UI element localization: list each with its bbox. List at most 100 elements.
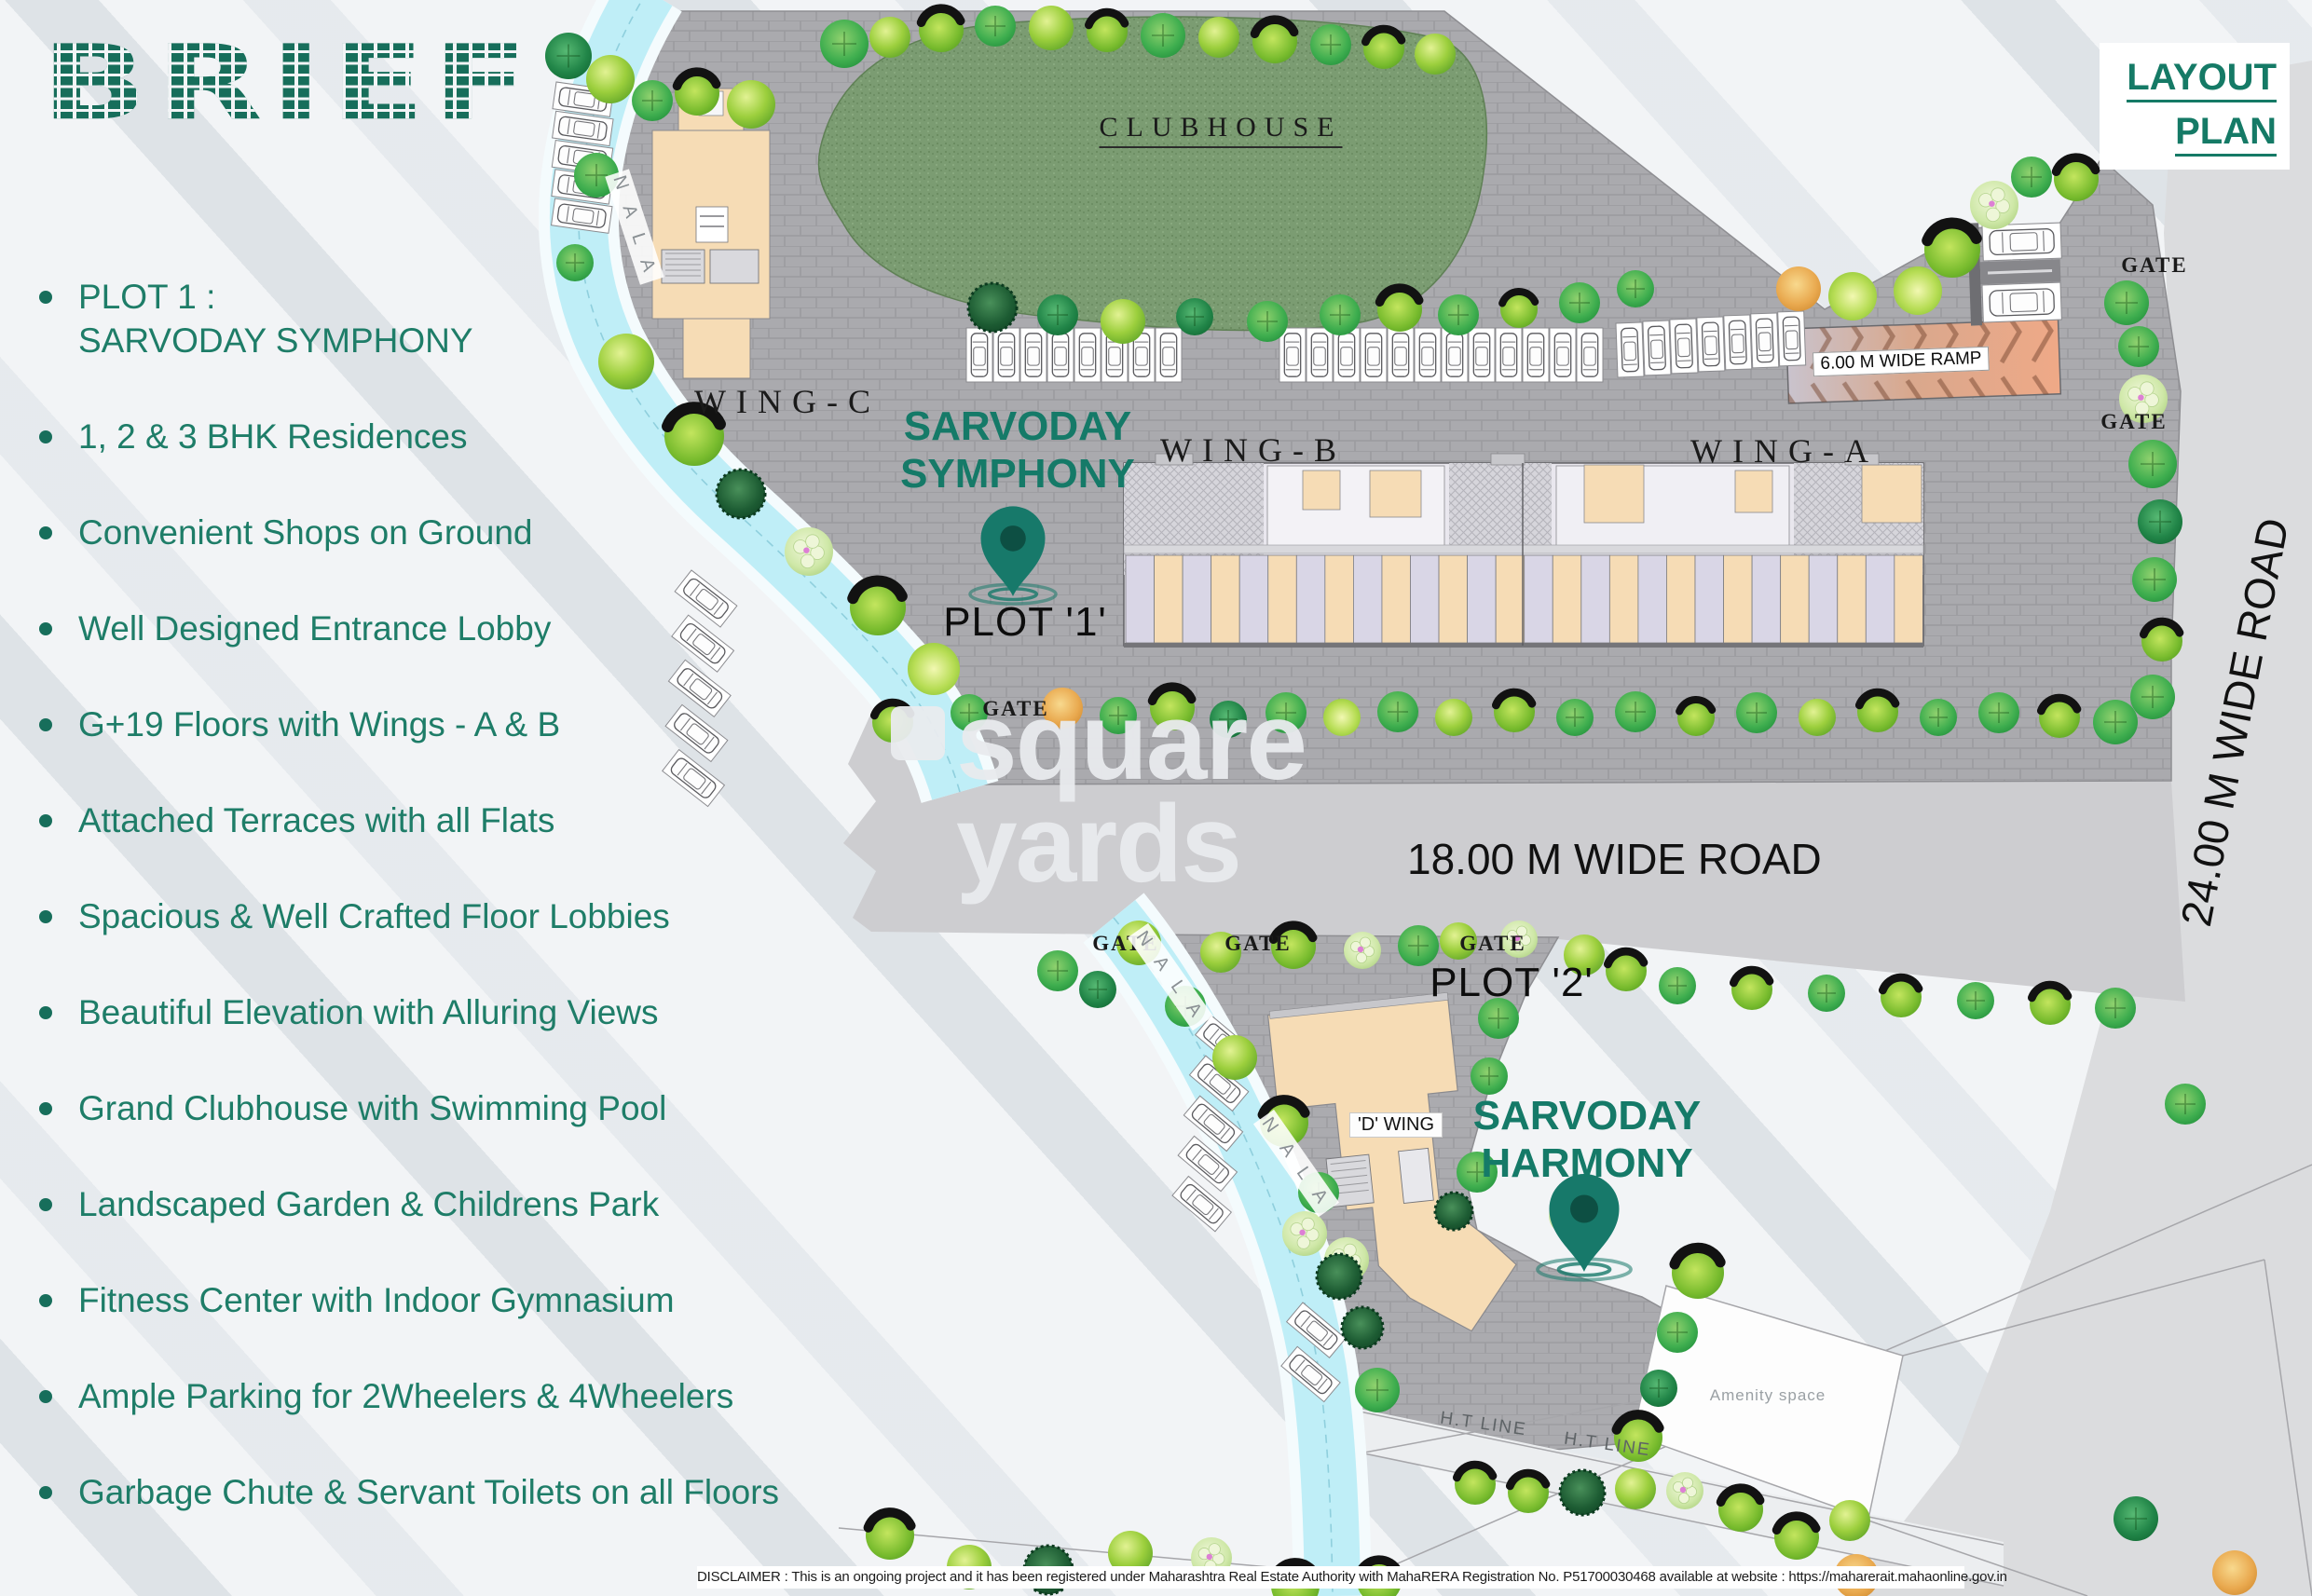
tree-icon: [2165, 1084, 2206, 1125]
car-icon: [1283, 333, 1302, 377]
tree-icon: [1320, 294, 1361, 335]
tree-icon: [1666, 1472, 1703, 1509]
car-icon: [1159, 333, 1178, 377]
brief-item: G+19 Floors with Wings - A & B: [39, 703, 880, 746]
tree-icon: [1029, 6, 1074, 50]
tree-icon: [1615, 691, 1656, 732]
layout-plan-line2: PLAN: [2175, 111, 2277, 157]
car-icon: [1132, 333, 1151, 377]
tree-icon: [1799, 699, 1836, 736]
shop-unit: [1637, 554, 1667, 644]
tree-icon: [2132, 557, 2177, 602]
trees: [545, 4, 2257, 1596]
car-icon: [1782, 316, 1801, 361]
shop-unit: [1495, 554, 1525, 644]
tree-icon: [1398, 925, 1439, 966]
car-icon: [1728, 320, 1747, 365]
tree-icon: [1250, 15, 1299, 63]
tree-icon: [916, 4, 965, 52]
tree-icon: [1676, 696, 1717, 736]
tree-icon: [1042, 688, 1083, 729]
car-icon: [1105, 333, 1124, 377]
tree-icon: [1037, 294, 1078, 335]
tree-icon: [1268, 921, 1318, 969]
brief-item: Grand Clubhouse with Swimming Pool: [39, 1086, 880, 1130]
tree-icon: [1498, 288, 1539, 328]
tree-icon: [1491, 688, 1537, 732]
tree-icon: [1558, 1468, 1607, 1517]
tree-icon: [863, 1507, 916, 1560]
car-icon: [674, 713, 719, 754]
tree-icon: [2130, 675, 2175, 719]
shop-unit: [1211, 554, 1240, 644]
shop-unit: [1438, 554, 1469, 644]
tree-icon: [1147, 682, 1197, 730]
tree-icon: [2036, 693, 2082, 738]
car-icon: [1391, 333, 1410, 377]
tree-icon: [908, 643, 960, 695]
layout-plan-badge: LAYOUT PLAN: [2100, 43, 2290, 170]
tree-icon: [2118, 326, 2159, 367]
tree-icon: [1037, 950, 1078, 991]
car-icon: [1445, 333, 1464, 377]
tree-icon: [1340, 1305, 1385, 1350]
tree-icon: [1440, 922, 1477, 960]
tree-icon: [1433, 1191, 1474, 1232]
d-wing-label: 'D' WING: [1348, 1112, 1443, 1138]
shop-unit: [1780, 554, 1810, 644]
tree-icon: [1200, 932, 1241, 973]
tree-icon: [1079, 971, 1116, 1008]
gate-label-plot2-east: GATE: [1459, 932, 1526, 955]
tree-icon: [2095, 988, 2136, 1029]
tree-icon: [1978, 692, 2019, 733]
tree-icon: [1829, 1500, 1870, 1541]
shop-unit: [1666, 554, 1696, 644]
brief-item: Well Designed Entrance Lobby: [39, 607, 880, 650]
car-icon: [970, 333, 989, 377]
tree-icon: [1957, 982, 1994, 1019]
car-icon: [1647, 325, 1666, 371]
tree-icon: [2093, 700, 2138, 744]
car-icon: [679, 622, 726, 664]
car-icon: [1337, 333, 1356, 377]
car-icon: [1499, 333, 1518, 377]
tree-icon: [2011, 157, 2052, 198]
tree-icon: [820, 20, 869, 68]
tree-icon: [1922, 217, 1982, 278]
tree-icon: [545, 33, 592, 79]
amenity-space-label: Amenity space: [1709, 1386, 1826, 1404]
tree-icon: [1315, 1252, 1363, 1301]
tree-icon: [1100, 697, 1137, 734]
tree-icon: [1920, 699, 1957, 736]
tree-icon: [1212, 1035, 1257, 1080]
shop-unit: [1894, 554, 1923, 644]
brief-item: 1, 2 & 3 BHK Residences: [39, 415, 880, 458]
tree-icon: [1659, 967, 1696, 1004]
shop-unit: [1381, 554, 1411, 644]
tree-icon: [1854, 688, 1900, 732]
tree-icon: [2114, 1496, 2158, 1541]
tree-icon: [1323, 699, 1361, 736]
car-icon: [1989, 228, 2055, 256]
wing-a-label: WING-A: [1690, 432, 1879, 470]
tree-icon: [1108, 1531, 1153, 1576]
car-icon: [997, 333, 1016, 377]
brief-item: Landscaped Garden & Childrens Park: [39, 1182, 880, 1226]
tree-icon: [951, 694, 988, 731]
tree-icon: [1657, 1312, 1698, 1353]
tree-icon: [715, 468, 767, 520]
tree-icon: [2027, 980, 2073, 1025]
tree-icon: [1772, 1511, 1821, 1560]
shop-unit: [1524, 554, 1553, 644]
wing-ab-building: [1123, 453, 1924, 648]
car-icon: [1180, 1183, 1224, 1224]
tree-icon: [1564, 934, 1605, 975]
car-icon: [1078, 333, 1097, 377]
shop-unit: [1267, 554, 1297, 644]
tree-icon: [2212, 1550, 2257, 1595]
car-icon: [1580, 333, 1599, 377]
shop-unit: [1125, 554, 1155, 644]
tree-icon: [1176, 298, 1213, 335]
tree-icon: [1640, 1370, 1677, 1407]
